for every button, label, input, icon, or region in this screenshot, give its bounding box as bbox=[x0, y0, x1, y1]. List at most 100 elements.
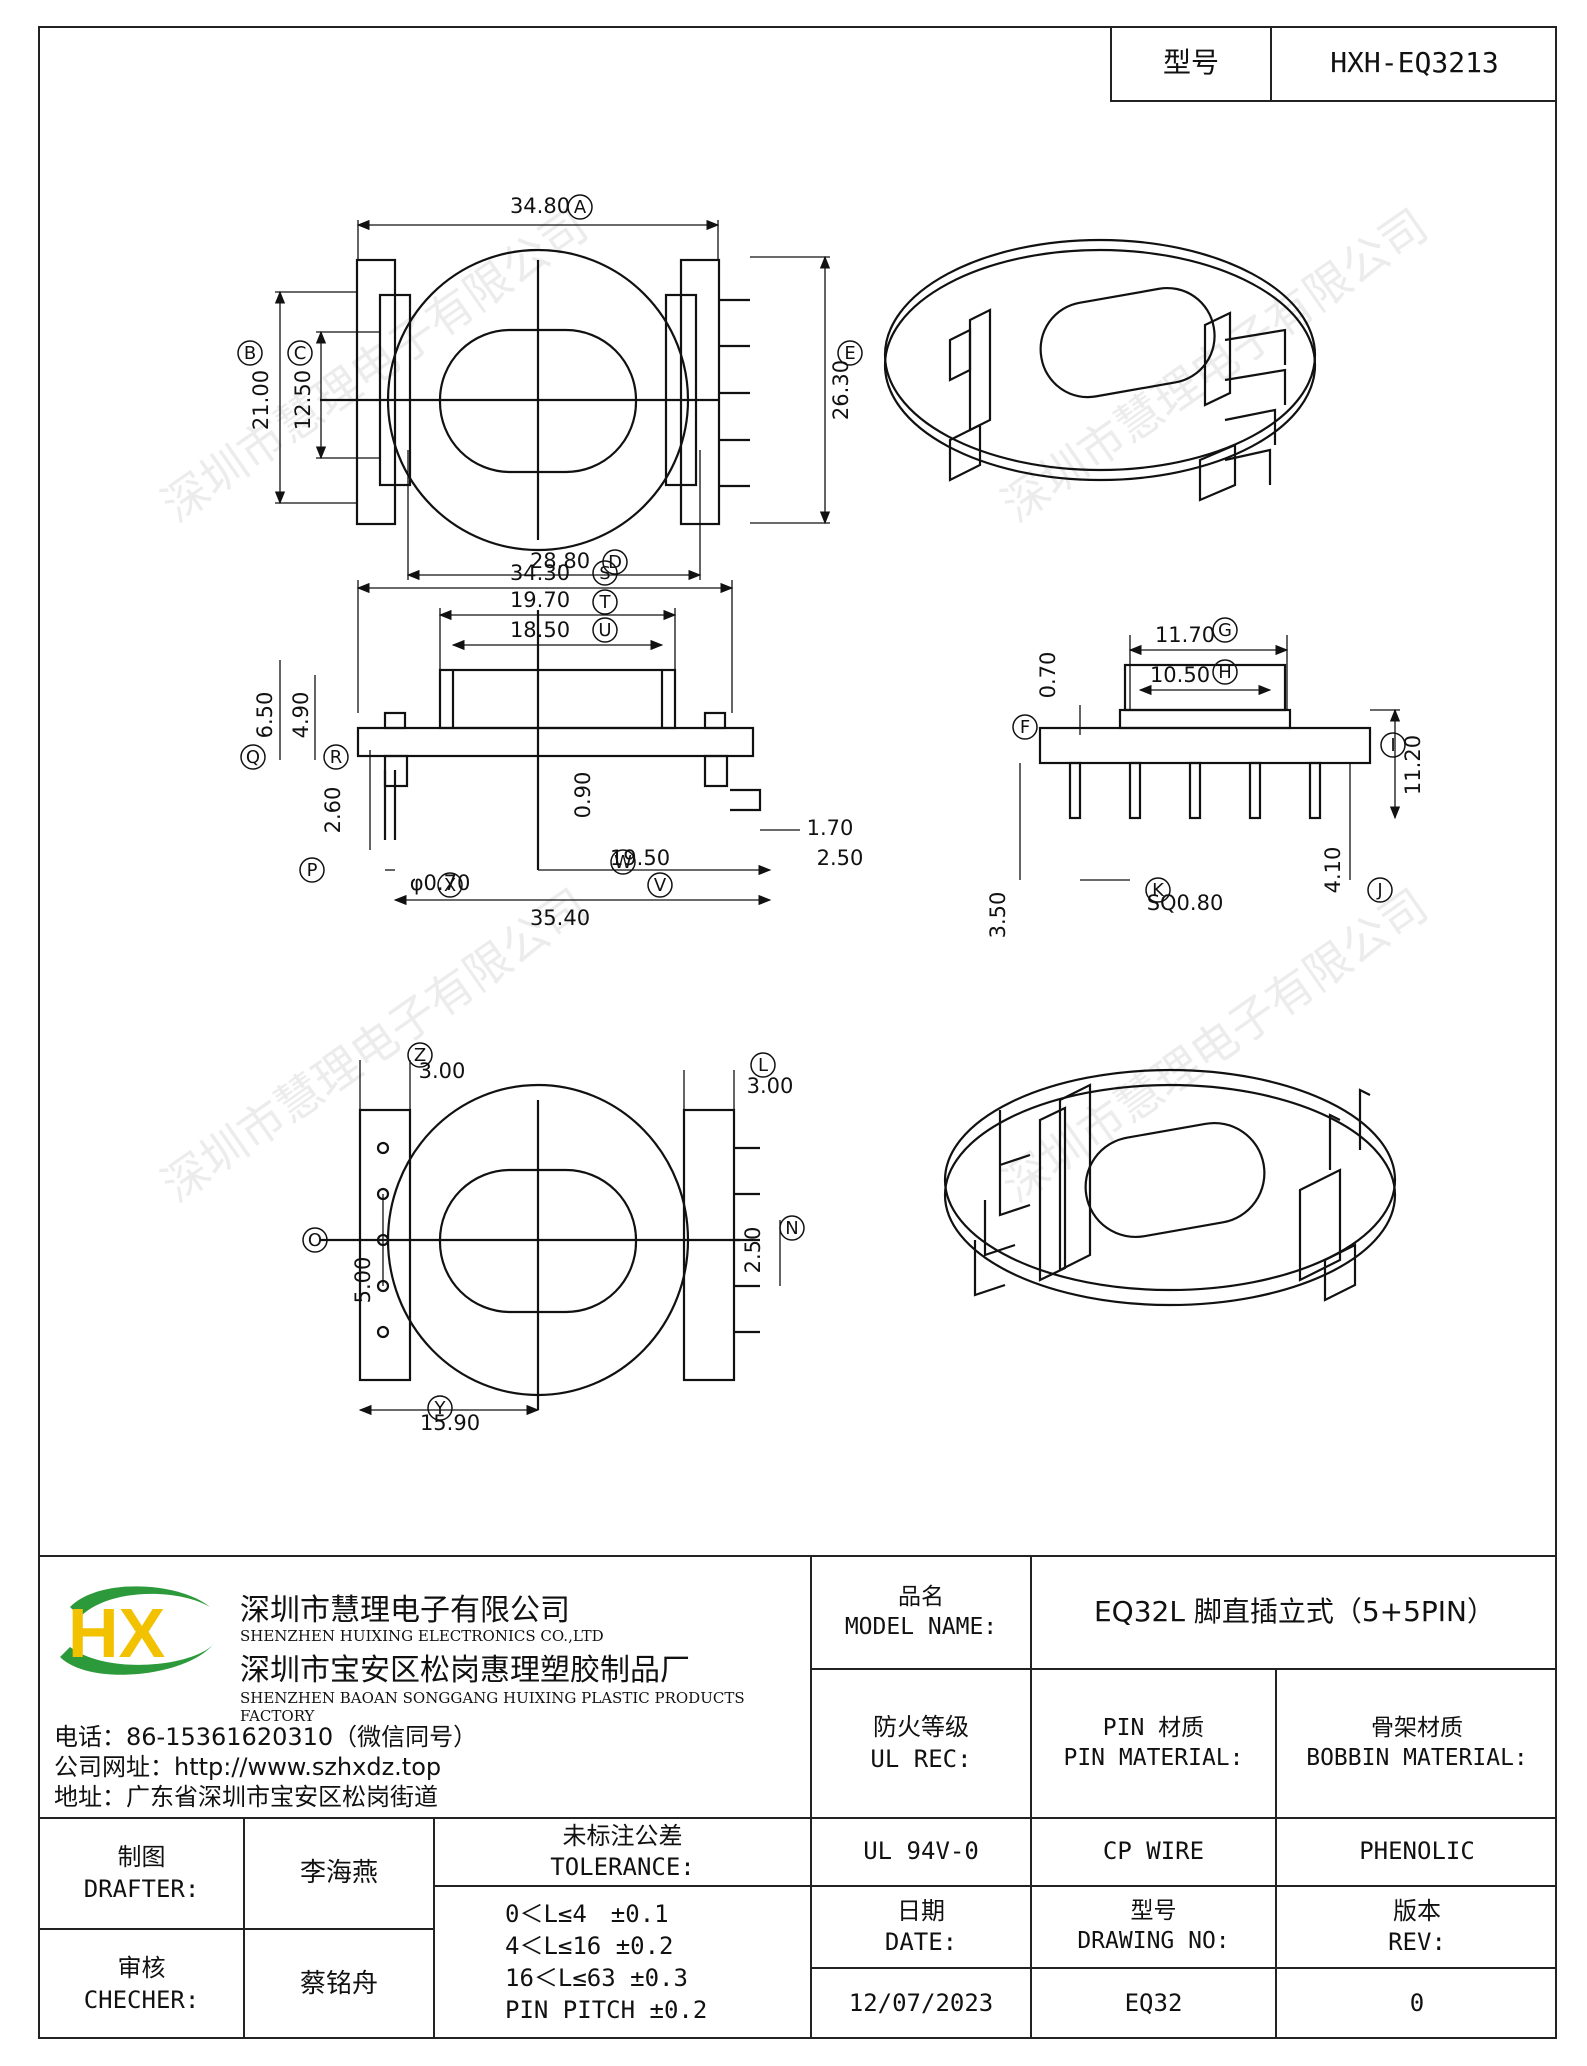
dim-S: 34.30 bbox=[510, 561, 570, 585]
dim-O: 5.00 bbox=[351, 1257, 375, 1304]
dim-H: 10.50 bbox=[1150, 663, 1210, 687]
company-name-en: SHENZHEN HUIXING ELECTRONICS CO.,LTD bbox=[240, 1627, 604, 1645]
label-O: O bbox=[302, 1227, 328, 1253]
svg-text:D: D bbox=[608, 552, 622, 573]
company-phone: 电话：86-15361620310（微信同号） bbox=[54, 1723, 478, 1751]
label-S: S bbox=[592, 560, 618, 586]
dim-J: 4.10 bbox=[1321, 847, 1345, 894]
company-block: HX 深圳市慧理电子有限公司 SHENZHEN HUIXING ELECTRON… bbox=[40, 1557, 810, 1817]
drawing-no-value: EQ32 bbox=[1124, 1989, 1183, 2018]
dim-R: 4.90 bbox=[289, 692, 313, 739]
label-X: X bbox=[437, 872, 463, 898]
svg-text:L: L bbox=[758, 1055, 768, 1076]
label-E: E bbox=[837, 340, 863, 366]
label-R: R bbox=[323, 744, 349, 770]
checker-name: 蔡铭舟 bbox=[299, 1968, 378, 1999]
svg-text:K: K bbox=[1152, 880, 1165, 901]
svg-text:W: W bbox=[614, 852, 632, 873]
top-view bbox=[274, 219, 831, 581]
svg-text:E: E bbox=[844, 343, 855, 364]
svg-text:A: A bbox=[574, 197, 587, 218]
dim-U: 18.50 bbox=[510, 618, 570, 642]
company-logo: HX bbox=[60, 1586, 215, 1675]
label-W: W bbox=[610, 849, 636, 875]
technical-drawing: 34.80 21.00 12.50 28.80 26.30 34.30 19.7… bbox=[237, 194, 1425, 1435]
svg-text:O: O bbox=[308, 1230, 322, 1251]
dim-E: 26.30 bbox=[829, 360, 853, 420]
label-T: T bbox=[592, 589, 618, 615]
date-value: 12/07/2023 bbox=[848, 1989, 994, 2018]
dim-total: 35.40 bbox=[530, 906, 590, 930]
label-B: B bbox=[237, 340, 263, 366]
dim-D: 28.80 bbox=[530, 549, 590, 573]
svg-text:I: I bbox=[1390, 735, 1395, 756]
svg-text:R: R bbox=[330, 747, 343, 768]
label-H: H bbox=[1212, 659, 1238, 685]
dim-side-2: 2.50 bbox=[817, 846, 864, 870]
tolerance-line: 4＜L≤16 ±0.2 bbox=[505, 1932, 674, 1960]
svg-text:V: V bbox=[654, 875, 667, 896]
svg-text:T: T bbox=[599, 592, 612, 613]
svg-text:P: P bbox=[307, 860, 318, 881]
label-A: A bbox=[567, 194, 593, 220]
svg-text:H: H bbox=[1218, 662, 1232, 683]
iso-view-bottom bbox=[943, 1068, 1397, 1307]
label-I: I bbox=[1380, 732, 1406, 758]
bobbin-material-value: PHENOLIC bbox=[1359, 1837, 1475, 1866]
drafter-name: 李海燕 bbox=[299, 1857, 378, 1888]
dim-G: 11.70 bbox=[1155, 623, 1215, 647]
label-L: L bbox=[750, 1052, 776, 1078]
dim-Z: 3.00 bbox=[419, 1059, 466, 1083]
tolerance-line: 16＜L≤63 ±0.3 bbox=[505, 1964, 688, 1992]
side-view bbox=[279, 580, 800, 906]
dim-W: 0.90 bbox=[571, 772, 595, 819]
svg-text:HX: HX bbox=[68, 1594, 166, 1672]
header-model-label: 型号 bbox=[1110, 26, 1270, 102]
svg-text:N: N bbox=[785, 1218, 798, 1239]
dim-K: SQ0.80 bbox=[1147, 891, 1224, 915]
company-website: 公司网址：http://www.szhxdz.top bbox=[54, 1753, 442, 1781]
dim-P: 2.60 bbox=[321, 787, 345, 834]
label-N: N bbox=[779, 1215, 805, 1241]
svg-text:G: G bbox=[1218, 620, 1232, 641]
bottom-view bbox=[320, 1060, 781, 1416]
tolerance-line: 0＜L≤4 ±0.1 bbox=[505, 1900, 669, 1928]
svg-text:S: S bbox=[599, 563, 610, 584]
iso-view-top bbox=[883, 238, 1317, 502]
dim-T: 19.70 bbox=[510, 588, 570, 612]
svg-text:B: B bbox=[244, 343, 256, 364]
svg-text:X: X bbox=[444, 875, 456, 896]
dim-N: 2.50 bbox=[741, 1227, 765, 1274]
rev-value: 0 bbox=[1409, 1989, 1425, 2018]
dim-A: 34.80 bbox=[510, 194, 570, 218]
label-V: V bbox=[647, 872, 673, 898]
dim-L: 3.00 bbox=[747, 1074, 794, 1098]
end-view bbox=[1019, 635, 1401, 881]
svg-text:F: F bbox=[1020, 717, 1030, 738]
label-F: F bbox=[1012, 714, 1038, 740]
tolerance-list: 0＜L≤4 ±0.1 4＜L≤16 ±0.2 16＜L≤63 ±0.3 PIN … bbox=[505, 1898, 707, 2026]
svg-text:Z: Z bbox=[414, 1045, 426, 1066]
dim-C: 12.50 bbox=[291, 370, 315, 430]
label-Y: Y bbox=[427, 1395, 453, 1421]
label-K: K bbox=[1145, 877, 1171, 903]
company-name-cn: 深圳市慧理电子有限公司 bbox=[240, 1593, 570, 1628]
label-G: G bbox=[1212, 617, 1238, 643]
label-Z: Z bbox=[407, 1042, 433, 1068]
label-Q: Q bbox=[240, 744, 266, 770]
dim-Q: 6.50 bbox=[253, 692, 277, 739]
label-U: U bbox=[592, 617, 618, 643]
factory-name-en: SHENZHEN BAOAN SONGGANG HUIXING PLASTIC … bbox=[240, 1689, 745, 1725]
drawing-frame bbox=[38, 26, 1557, 2039]
header-model-value: HXH-EQ3213 bbox=[1270, 26, 1557, 102]
label-P: P bbox=[299, 857, 325, 883]
svg-text:C: C bbox=[294, 343, 307, 364]
company-address: 地址：广东省深圳市宝安区松岗街道 bbox=[54, 1783, 438, 1811]
